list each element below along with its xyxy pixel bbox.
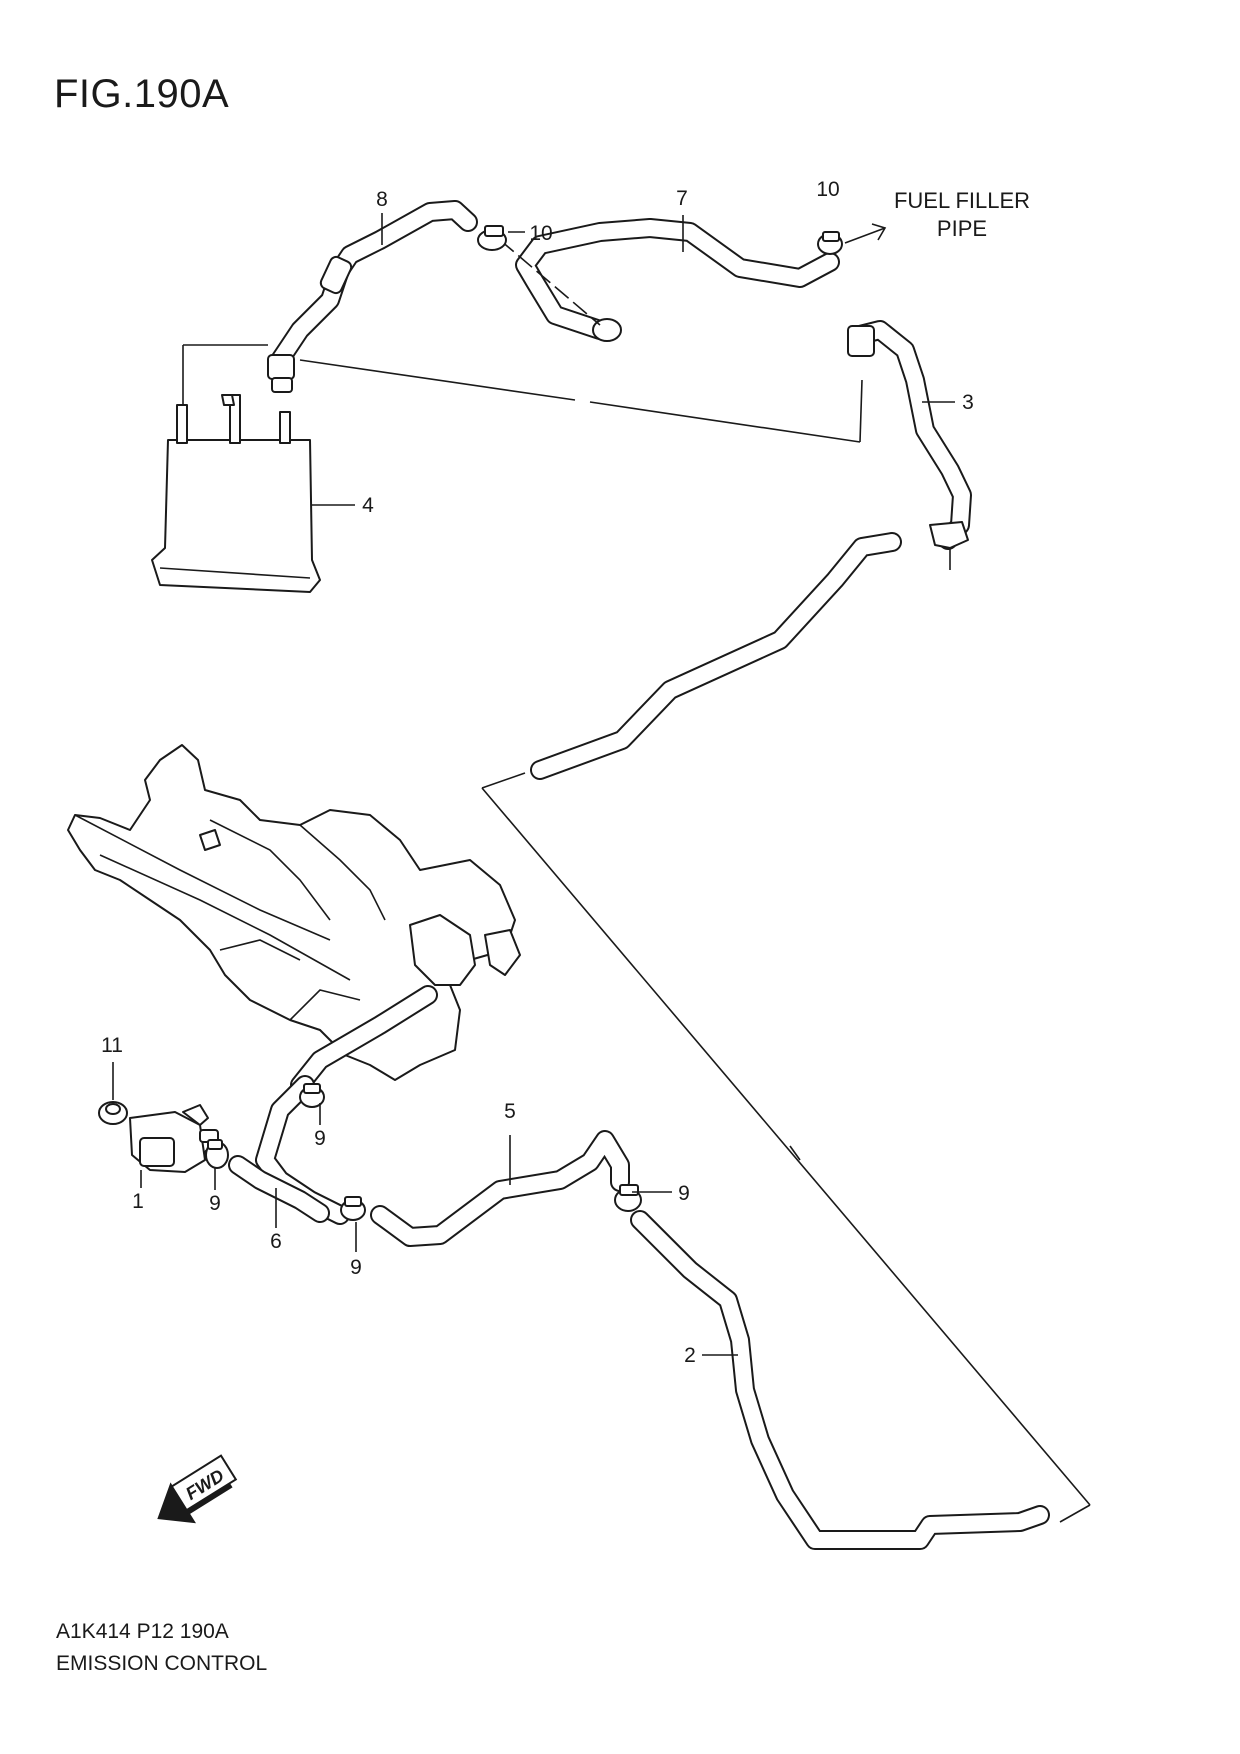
assembly-dash-line: [499, 239, 601, 326]
hose-3: [847, 320, 972, 570]
hose-8-end-fitting: [267, 354, 295, 380]
pipe-7: [515, 218, 840, 342]
hose-6: [228, 985, 438, 1225]
fwd-direction-badge: FWD: [157, 1454, 238, 1524]
fuel-filler-arrow: [844, 223, 887, 244]
callout-3: 3: [962, 391, 974, 414]
callout-11: 11: [101, 1034, 123, 1057]
clamp-9-lower: [340, 1196, 366, 1221]
callout-10-right: 10: [816, 178, 839, 201]
intake-manifold: [67, 744, 521, 1081]
hose-5: [370, 1130, 630, 1247]
callout-8: 8: [376, 188, 388, 211]
callout-6: 6: [270, 1230, 282, 1253]
figure-title: FIG.190A: [54, 72, 230, 116]
callout-1: 1: [132, 1190, 144, 1213]
figure-name: EMISSION CONTROL: [56, 1652, 268, 1675]
callout-10-left: 10: [529, 222, 552, 245]
callout-9-right: 9: [678, 1182, 690, 1205]
pipe-2-break-lines: [481, 772, 1091, 1523]
canister-4: [151, 344, 321, 593]
callout-7: 7: [676, 187, 688, 210]
hose-8: [267, 200, 478, 393]
clamp-9-right: [614, 1184, 642, 1212]
figure-code: A1K414 P12 190A: [56, 1620, 229, 1643]
fuel-filler-note-line2: PIPE: [937, 216, 987, 241]
clamp-9-upper: [299, 1083, 325, 1108]
connection-line-8-3: [299, 359, 863, 443]
pipe-2-lower: [630, 1210, 1050, 1550]
pipe-2-upper: [530, 532, 902, 780]
callout-2: 2: [684, 1344, 696, 1367]
callout-9-lower: 9: [350, 1256, 362, 1279]
callout-9-upper: 9: [314, 1127, 326, 1150]
fuel-filler-note-line1: FUEL FILLER: [894, 188, 1030, 213]
callout-9-valve: 9: [209, 1192, 221, 1215]
valve-1: [129, 1104, 222, 1173]
clamp-9-valve: [205, 1139, 229, 1169]
callout-5: 5: [504, 1100, 516, 1123]
clamp-10-right: [817, 231, 843, 255]
nut-11: [98, 1101, 128, 1125]
leader-lines: [112, 213, 955, 1356]
clamp-10-left: [477, 225, 507, 251]
callout-numbers: 8 7 10 10 3 4 11 5 9 9 1 9 6 9 2: [101, 178, 974, 1367]
callout-4: 4: [362, 494, 374, 517]
